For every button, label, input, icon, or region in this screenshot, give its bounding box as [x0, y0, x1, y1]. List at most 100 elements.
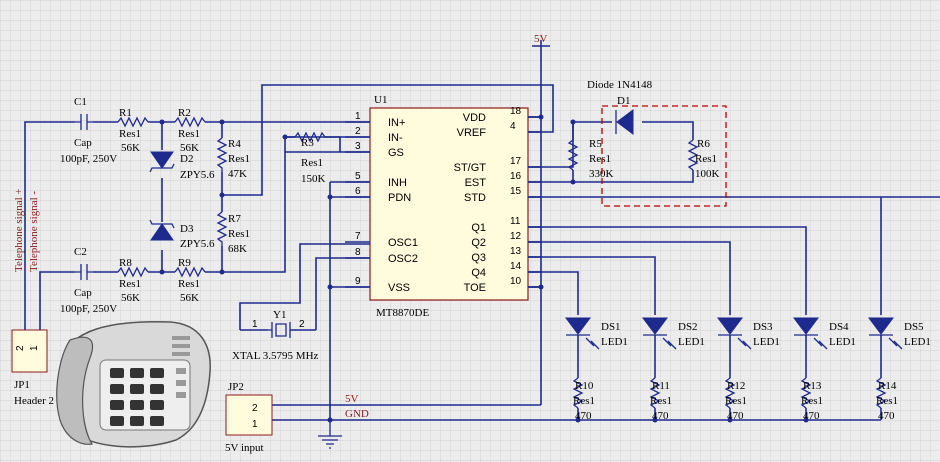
resistor-r14[interactable]: R14 Res1 470 [875, 377, 898, 422]
resistor-r13[interactable]: R13 Res1 470 [800, 377, 823, 422]
ic-pin-9-number: 9 [355, 276, 361, 287]
r9-value: 56K [180, 292, 199, 304]
r14-type: Res1 [876, 395, 898, 407]
ic-pin-18-name: VDD [463, 112, 486, 124]
ic-pin-5-number: 5 [355, 171, 361, 182]
r13-value: 470 [803, 410, 820, 422]
jp1-name: Header 2 [14, 395, 54, 407]
ic-pin-8-name: OSC2 [388, 253, 418, 265]
ic-pin-7-name: OSC1 [388, 237, 418, 249]
resistor-r12[interactable]: R12 Res1 470 [724, 377, 747, 422]
led-ref: DS4 [829, 321, 849, 333]
jp2-pin-bottom: 1 [252, 419, 258, 430]
r12-value: 470 [727, 410, 744, 422]
header-jp1[interactable]: 2 1 JP1 Header 2 [11, 329, 54, 407]
jp2-ref: JP2 [228, 381, 244, 393]
r12-type: Res1 [725, 395, 747, 407]
led-type: LED1 [829, 336, 856, 348]
ic-ref: U1 [374, 94, 387, 106]
resistor-r1[interactable]: R1 Res1 56K [117, 107, 149, 154]
jp2-pin-top: 2 [252, 403, 258, 414]
ic-pin-16-number: 16 [510, 171, 522, 182]
highlight-box [601, 105, 727, 207]
r8-value: 56K [121, 292, 140, 304]
resistor-r6[interactable]: R6 Res1 100K [687, 138, 720, 180]
r14-ref: R14 [878, 380, 897, 392]
r6-ref: R6 [697, 138, 710, 150]
resistor-r8[interactable]: R8 Res1 56K [117, 257, 149, 304]
resistor-r4[interactable]: R4 Res1 47K [216, 137, 250, 180]
ic-pin-15-number: 15 [510, 186, 522, 197]
ic-pin-15-name: STD [464, 192, 486, 204]
jp2-name: 5V input [225, 442, 264, 454]
r2-value: 56K [180, 142, 199, 154]
zener-d2[interactable]: D2 ZPY5.6 [149, 151, 215, 181]
r6-type: Res1 [695, 153, 717, 165]
r5-type: Res1 [589, 153, 611, 165]
crystal-y1[interactable]: 1 2 Y1 XTAL 3.5795 MHz [232, 309, 319, 362]
resistor-r2[interactable]: R2 Res1 56K [174, 107, 206, 154]
vcc-top-label: 5V [534, 33, 548, 45]
resistor-r11[interactable]: R11 Res1 470 [649, 377, 672, 422]
ic-pin-1-number: 1 [355, 111, 361, 122]
jp1-pin-top: 2 [15, 345, 26, 351]
y1-ref: Y1 [273, 309, 286, 321]
resistor-r7[interactable]: R7 Res1 68K [216, 211, 250, 255]
led-type: LED1 [678, 336, 705, 348]
header-jp2[interactable]: 2 1 JP2 5V input 5V GND [225, 381, 369, 454]
r11-value: 470 [652, 410, 669, 422]
ic-pin-4-number: 4 [510, 121, 516, 132]
resistor-r5[interactable]: R5 Res1 330K [567, 138, 614, 180]
capacitor-c2[interactable]: C2 Cap 100pF, 250V [60, 246, 117, 315]
r12-ref: R12 [727, 380, 745, 392]
led-type: LED1 [753, 336, 780, 348]
led-type: LED1 [601, 336, 628, 348]
zener-d3[interactable]: D3 ZPY5.6 [149, 219, 215, 250]
vcc-net-label: 5V [345, 393, 359, 405]
r1-type: Res1 [119, 128, 141, 140]
ic-right-pins: 18VDD4VREF17ST/GT16EST15STD11Q112Q213Q31… [454, 106, 541, 294]
r14-value: 470 [878, 410, 895, 422]
c1-ref: C1 [74, 96, 87, 108]
d3-ref: D3 [180, 223, 194, 235]
led-type: LED1 [904, 336, 931, 348]
ic-pin-18-number: 18 [510, 106, 522, 117]
c2-type: Cap [74, 287, 92, 299]
resistor-r9[interactable]: R9 Res1 56K [174, 257, 206, 304]
ic-pin-8-number: 8 [355, 247, 361, 258]
ic-u1[interactable]: U1 MT8870DE 1IN+2IN-3GS5INH6PDN7OSC18OSC… [345, 94, 541, 319]
telephone-image [56, 321, 211, 448]
ic-pin-6-number: 6 [355, 186, 361, 197]
led-ref: DS2 [678, 321, 698, 333]
ic-pin-10-name: TOE [464, 282, 486, 294]
ic-pin-13-name: Q3 [471, 252, 486, 264]
d2-value: ZPY5.6 [180, 169, 215, 181]
resistor-r10[interactable]: R10 Res1 470 [572, 377, 595, 422]
r4-ref: R4 [228, 138, 241, 150]
ic-pin-3-number: 3 [355, 141, 361, 152]
led-ref: DS1 [601, 321, 621, 333]
led-ref: DS3 [753, 321, 773, 333]
capacitor-c1[interactable]: C1 Cap 100pF, 250V [60, 96, 117, 165]
resistor-r3[interactable]: R3 Res1 150K [294, 131, 326, 185]
d1-title: Diode 1N4148 [587, 79, 653, 91]
r3-value: 150K [301, 173, 326, 185]
wires [24, 40, 940, 421]
diode-d1[interactable]: Diode 1N4148 D1 [587, 79, 653, 135]
r13-type: Res1 [801, 395, 823, 407]
r3-ref: R3 [301, 137, 314, 149]
ic-pin-13-number: 13 [510, 246, 522, 257]
c2-value: 100pF, 250V [60, 303, 117, 315]
r1-ref: R1 [119, 107, 132, 119]
ic-pin-12-name: Q2 [471, 237, 486, 249]
r4-type: Res1 [228, 153, 250, 165]
ic-pin-9-name: VSS [388, 282, 410, 294]
